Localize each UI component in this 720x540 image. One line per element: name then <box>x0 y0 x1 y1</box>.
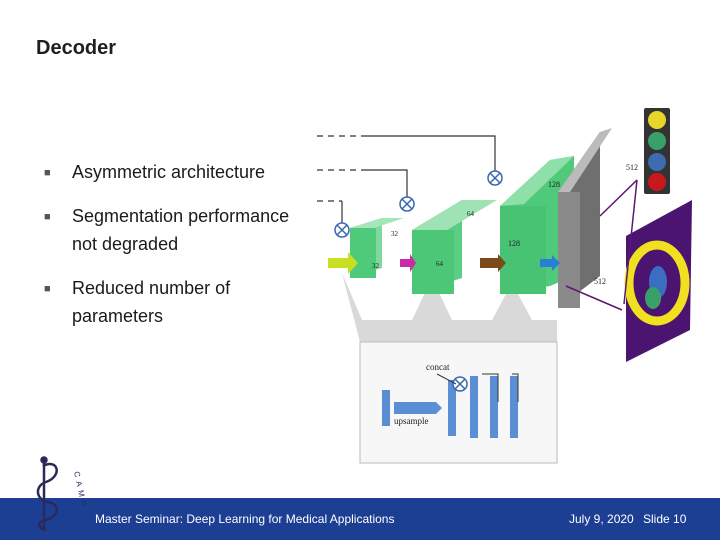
traffic-light-icon <box>644 108 670 194</box>
detail-diagram <box>382 373 519 438</box>
bullet-text: Segmentation performance not degraded <box>72 206 290 254</box>
channel-label: 32 <box>372 262 380 270</box>
concat-operators <box>334 170 503 238</box>
slide-number: Slide 10 <box>643 512 687 526</box>
channel-label: 64 <box>436 260 444 268</box>
upsample-label: upsample <box>394 416 429 426</box>
footer-bar: Master Seminar: Deep Learning for Medica… <box>0 498 720 540</box>
footer-title: Master Seminar: Deep Learning for Medica… <box>95 512 395 526</box>
camp-logo: CAMP <box>36 456 88 532</box>
output-arrows <box>565 179 638 311</box>
square-bullet-icon: ■ <box>44 211 51 223</box>
gray-upsample-regions <box>342 273 558 464</box>
segmentation-output-image <box>624 200 692 362</box>
upsample-arrows <box>328 252 560 274</box>
bullet-item: ■ Reduced number of parameters <box>44 274 304 330</box>
channel-label: 32 <box>391 230 399 238</box>
bullet-item: ■ Segmentation performance not degraded <box>44 202 304 258</box>
square-bullet-icon: ■ <box>44 283 51 295</box>
decoder-block-2 <box>412 200 497 294</box>
channel-label: 512 <box>594 277 606 286</box>
footer-date: July 9, 2020 <box>569 512 634 526</box>
square-bullet-icon: ■ <box>44 167 51 179</box>
bullet-list: ■ Asymmetric architecture ■ Segmentation… <box>44 158 304 346</box>
channel-label: 64 <box>467 210 475 218</box>
bullet-item: ■ Asymmetric architecture <box>44 158 304 186</box>
bottleneck-block <box>558 128 612 308</box>
bullet-text: Asymmetric architecture <box>72 162 266 182</box>
concat-label: concat <box>426 362 450 372</box>
skip-connection-lines <box>317 135 496 226</box>
decoder-architecture-figure: 32 32 64 64 128 128 512 512 concat <box>317 108 692 464</box>
slide-title: Decoder <box>36 37 117 59</box>
channel-label: 128 <box>508 239 520 248</box>
bullet-text: Reduced number of parameters <box>72 278 231 326</box>
logo-text: CAMP <box>72 471 88 511</box>
channel-label: 128 <box>548 180 560 189</box>
channel-label: 512 <box>626 163 638 172</box>
